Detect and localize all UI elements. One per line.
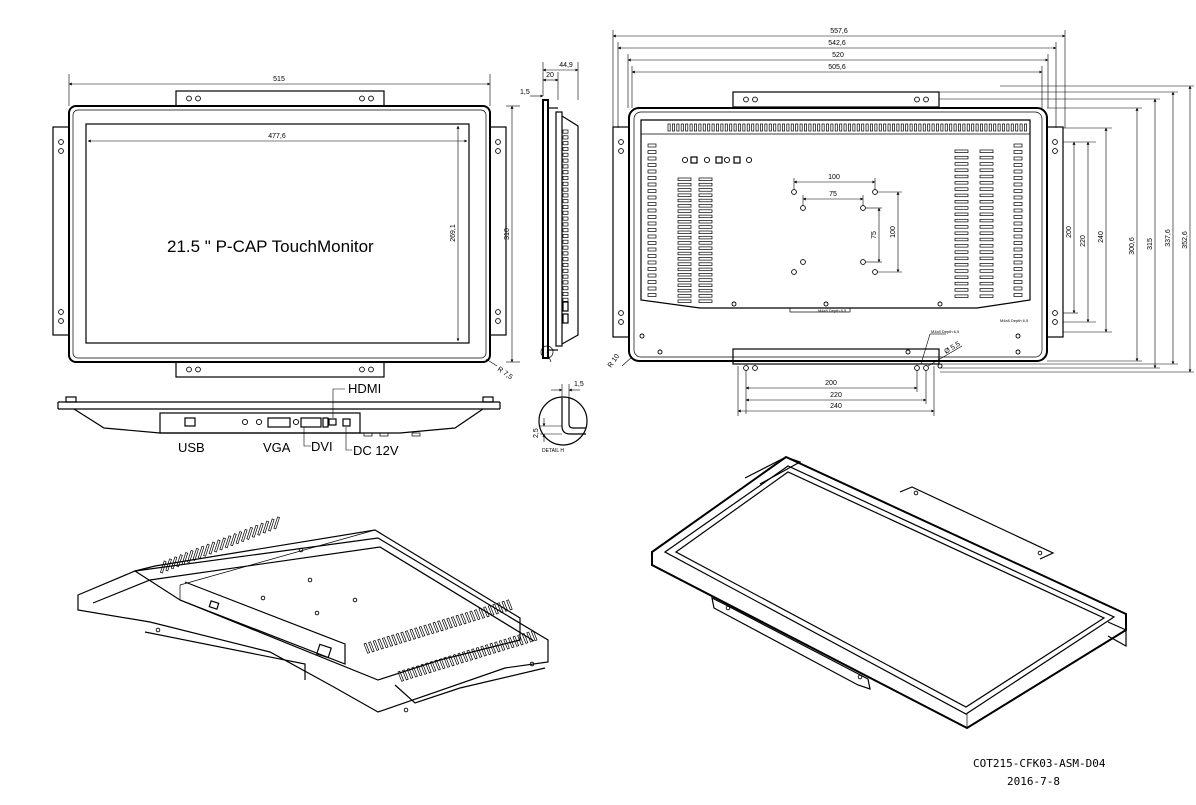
- dc-port: [342, 418, 351, 427]
- detail-dim-side: 2,5: [533, 428, 540, 438]
- drawing-date: 2016-7-8: [1007, 775, 1060, 788]
- front-view: 515 477,6 269,1: [52, 74, 520, 381]
- vga-port: [267, 417, 291, 428]
- dim-220-v: 220: [1080, 235, 1087, 247]
- hdmi-port: [328, 418, 337, 426]
- dim-inner: 20: [546, 72, 554, 79]
- vesa-75-v: 75: [871, 231, 878, 239]
- usb-port: [184, 417, 196, 427]
- detail-dim-top: 1,5: [574, 381, 584, 388]
- label-vga: VGA: [263, 440, 291, 455]
- screen-title: 21.5 " P-CAP TouchMonitor: [167, 237, 374, 256]
- hole-diameter: Ø 5,5: [943, 341, 961, 356]
- dim-corner-radius: R 7,5: [496, 366, 514, 381]
- rear-note-bottom: M4x8 Depth 6,5: [931, 329, 960, 334]
- drawing-number: COT215-CFK03-ASM-D04: [973, 757, 1106, 770]
- label-dc: DC 12V: [353, 443, 399, 458]
- dim-240-h: 240: [830, 403, 842, 410]
- dim-352-6: 352,6: [1182, 231, 1189, 249]
- dim-220-h: 220: [830, 392, 842, 399]
- rear-note-mid: M4x8 Depth 6,5: [818, 308, 847, 313]
- vesa-100-h: 100: [828, 174, 840, 181]
- dim-315: 315: [1147, 238, 1154, 250]
- title-block: COT215-CFK03-ASM-D04 2016-7-8: [973, 757, 1106, 788]
- dim-side-offset: 1,5: [520, 89, 530, 96]
- rear-panel: [628, 107, 1048, 362]
- dim-active-height: 269,1: [450, 224, 457, 242]
- dim-300-6: 300,6: [1129, 237, 1136, 255]
- dim-overall-width: 515: [273, 76, 285, 83]
- detail-view: 1,5 2,5 DETAIL H: [533, 381, 588, 454]
- iso-rear-view: [77, 516, 549, 713]
- dim-active-width: 477,6: [268, 133, 286, 140]
- dim-rear-w3: 520: [832, 52, 844, 59]
- rear-view: 557,6 542,6 520 505,6: [607, 28, 1194, 416]
- dim-rear-w2: 542,6: [828, 40, 846, 47]
- rear-note-right: M4x8 Depth 6,5: [1000, 318, 1029, 323]
- active-area: [85, 123, 470, 344]
- dim-337-6: 337,6: [1165, 229, 1172, 247]
- dim-200-v: 200: [1066, 226, 1073, 238]
- iso-front-view: [651, 455, 1127, 730]
- dim-rear-w1: 557,6: [830, 28, 848, 35]
- dim-rear-w4: 505,6: [828, 64, 846, 71]
- rear-corner-radius: R 10: [607, 353, 621, 369]
- label-dvi: DVI: [311, 439, 333, 454]
- dim-240-v: 240: [1098, 231, 1105, 243]
- dim-overall-height: 310: [504, 228, 511, 240]
- dvi-port: [300, 417, 322, 428]
- bottom-view: HDMI USB VGA DVI DC 12V: [57, 381, 501, 458]
- front-bezel: [68, 105, 491, 363]
- vesa-75-h: 75: [829, 191, 837, 198]
- vesa-100-v: 100: [890, 226, 897, 238]
- dim-200-h: 200: [825, 380, 837, 387]
- dim-depth: 44,9: [559, 62, 573, 69]
- side-view: 44,9 20 1,5: [520, 62, 579, 363]
- detail-caption: DETAIL H: [542, 448, 564, 454]
- label-hdmi: HDMI: [348, 381, 381, 396]
- label-usb: USB: [178, 440, 205, 455]
